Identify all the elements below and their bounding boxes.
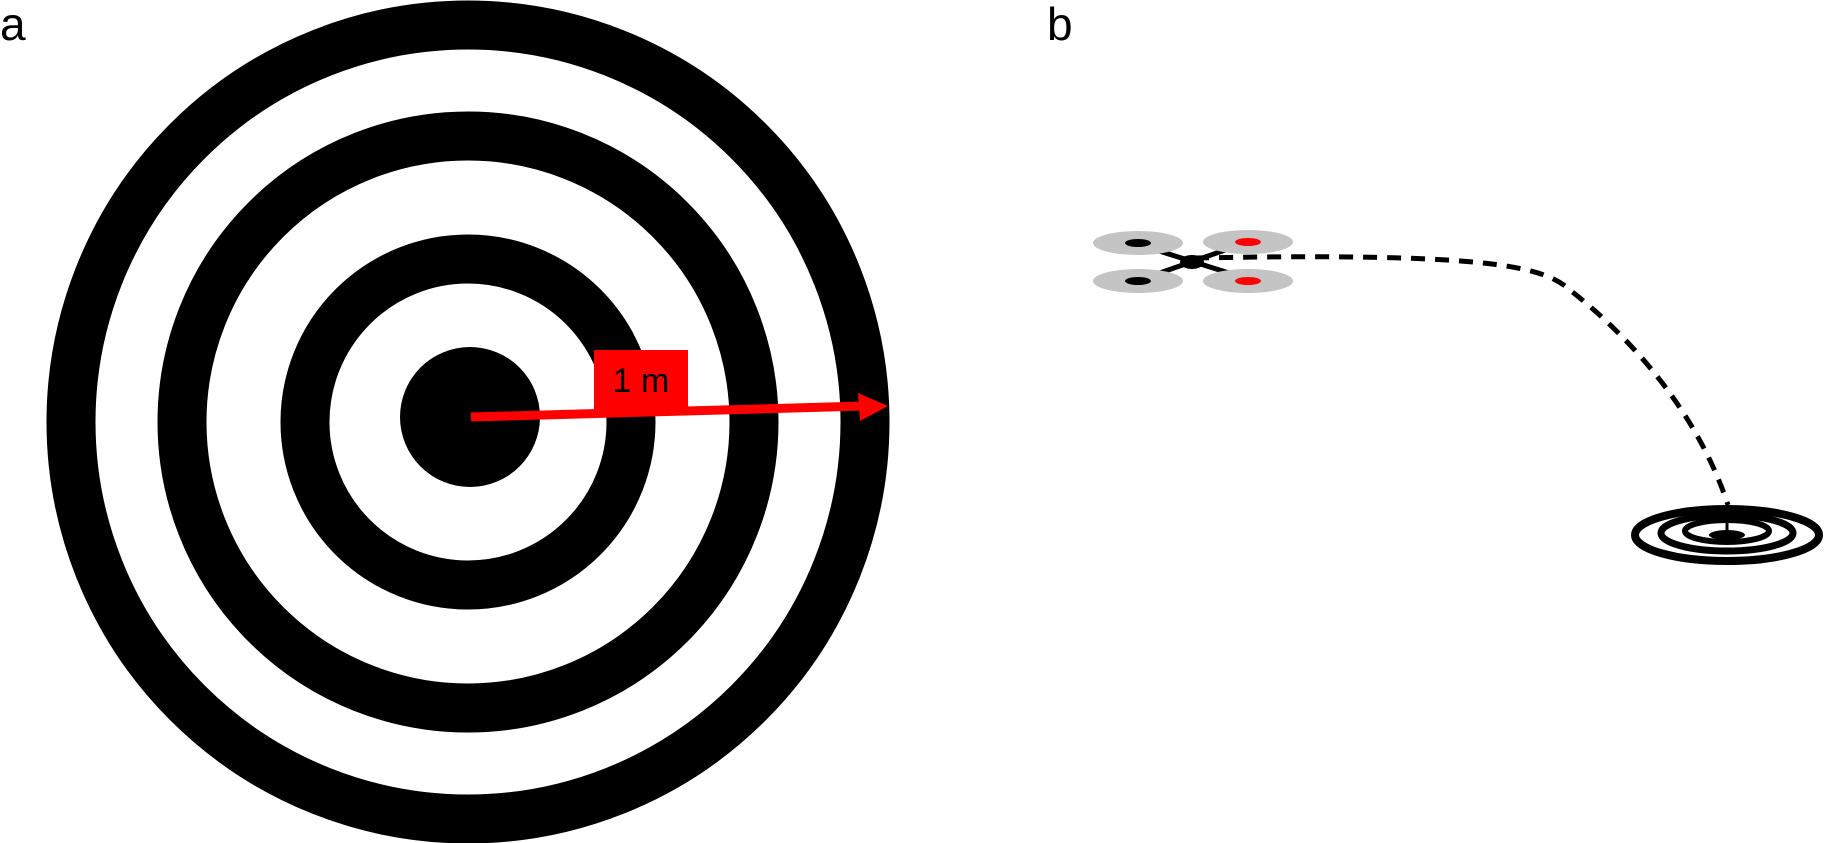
rotor-front-right	[1203, 269, 1293, 293]
landing-target-perspective	[1631, 505, 1823, 565]
scale-bar: 1 m	[470, 350, 888, 422]
panel-a: a 1 m	[0, 0, 890, 843]
scale-arrow-head	[858, 393, 888, 421]
target-center-dot	[400, 347, 540, 487]
target-ring-2	[157, 111, 779, 733]
target-ring-3	[280, 234, 656, 610]
quadcopter-icon	[1093, 230, 1293, 293]
scale-label-box	[594, 350, 688, 410]
target-ring-1	[46, 0, 890, 843]
rotor-back-left	[1093, 231, 1183, 255]
persp-ring-1	[1631, 505, 1823, 565]
scale-arrow-shaft	[470, 401, 865, 422]
rotor-back-right	[1203, 230, 1293, 254]
panel-a-label: a	[0, 0, 26, 50]
scale-label: 1 m	[613, 362, 670, 400]
rotor-front-left	[1093, 269, 1183, 293]
panel-b: b	[1047, 0, 1823, 565]
landing-target-topview	[46, 0, 890, 843]
flight-path	[1194, 254, 1731, 506]
panel-b-label: b	[1047, 0, 1073, 50]
drone-body	[1180, 255, 1204, 269]
